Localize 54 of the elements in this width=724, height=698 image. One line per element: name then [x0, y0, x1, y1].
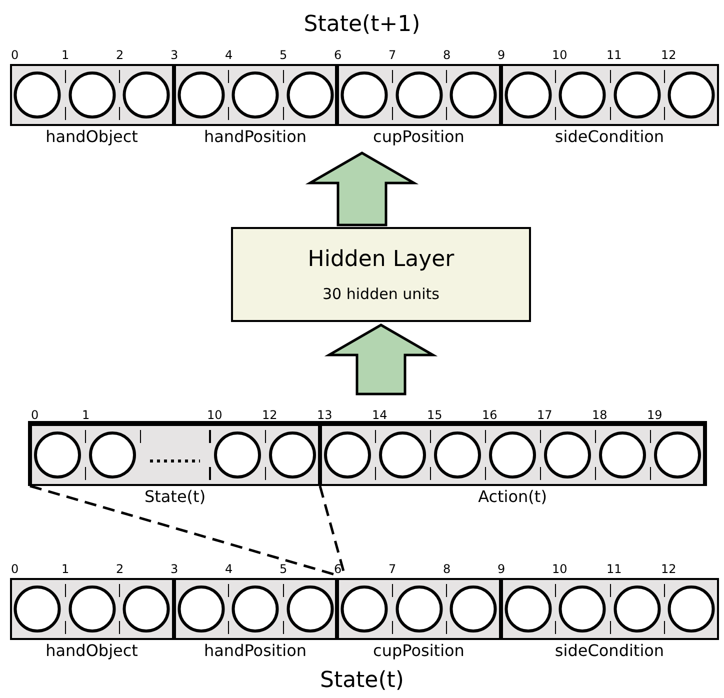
unit-index: 0 — [11, 562, 19, 576]
segment-label: handPosition — [204, 641, 307, 660]
segment-label: handObject — [46, 127, 138, 146]
segment-label: Action(t) — [478, 487, 547, 506]
unit-index: 0 — [11, 48, 19, 62]
unit-index: 3 — [170, 48, 178, 62]
unit-index: 0 — [31, 408, 39, 422]
unit-index: 7 — [388, 48, 396, 62]
unit-index: 3 — [170, 562, 178, 576]
unit-index: 17 — [537, 408, 552, 422]
unit-index: 6 — [334, 562, 342, 576]
unit-index: 2 — [116, 48, 124, 62]
unit-index: 14 — [372, 408, 388, 422]
unit-index: 2 — [116, 562, 124, 576]
unit-index: 16 — [482, 408, 498, 422]
layer-title: Hidden Layer — [306, 247, 456, 272]
unit-index: 9 — [498, 48, 506, 62]
block-arrow — [324, 324, 438, 396]
unit-index: 1 — [82, 408, 90, 422]
unit-index: 12 — [661, 48, 676, 62]
segment-label: cupPosition — [373, 127, 464, 146]
unit-index: 1 — [62, 48, 70, 62]
unit-index: 10 — [552, 562, 568, 576]
unit-index: 4 — [225, 48, 233, 62]
segment-label: State(t) — [144, 487, 206, 506]
hidden-layer-box — [231, 227, 531, 322]
unit-index: 10 — [207, 408, 222, 422]
unit-index: 15 — [427, 408, 442, 422]
segment-label: cupPosition — [373, 641, 464, 660]
unit-index: 13 — [317, 408, 332, 422]
block-arrow — [305, 152, 419, 226]
unit-index: 9 — [498, 562, 506, 576]
layer-subtitle: 30 hidden units — [322, 285, 440, 303]
unit-index: 5 — [280, 562, 288, 576]
unit-index: 8 — [443, 48, 451, 62]
segment-label: handPosition — [204, 127, 307, 146]
unit-index: 10 — [552, 48, 568, 62]
segment-label: handObject — [46, 641, 138, 660]
row-title: State(t) — [318, 668, 406, 693]
unit-index: 11 — [606, 48, 622, 62]
segment-label: sideCondition — [554, 127, 664, 146]
unit-index: 18 — [592, 408, 608, 422]
unit-index: 4 — [225, 562, 233, 576]
unit-index: 1 — [62, 562, 70, 576]
unit-index: 11 — [606, 562, 622, 576]
unit-index: 7 — [388, 562, 396, 576]
segment-label: sideCondition — [554, 641, 664, 660]
unit-index: 12 — [262, 408, 278, 422]
unit-index: 6 — [334, 48, 342, 62]
row-title: State(t+1) — [302, 12, 422, 37]
unit-index: 12 — [661, 562, 676, 576]
unit-index: 19 — [647, 408, 662, 422]
unit-index: 8 — [443, 562, 451, 576]
unit-index: 5 — [280, 48, 288, 62]
